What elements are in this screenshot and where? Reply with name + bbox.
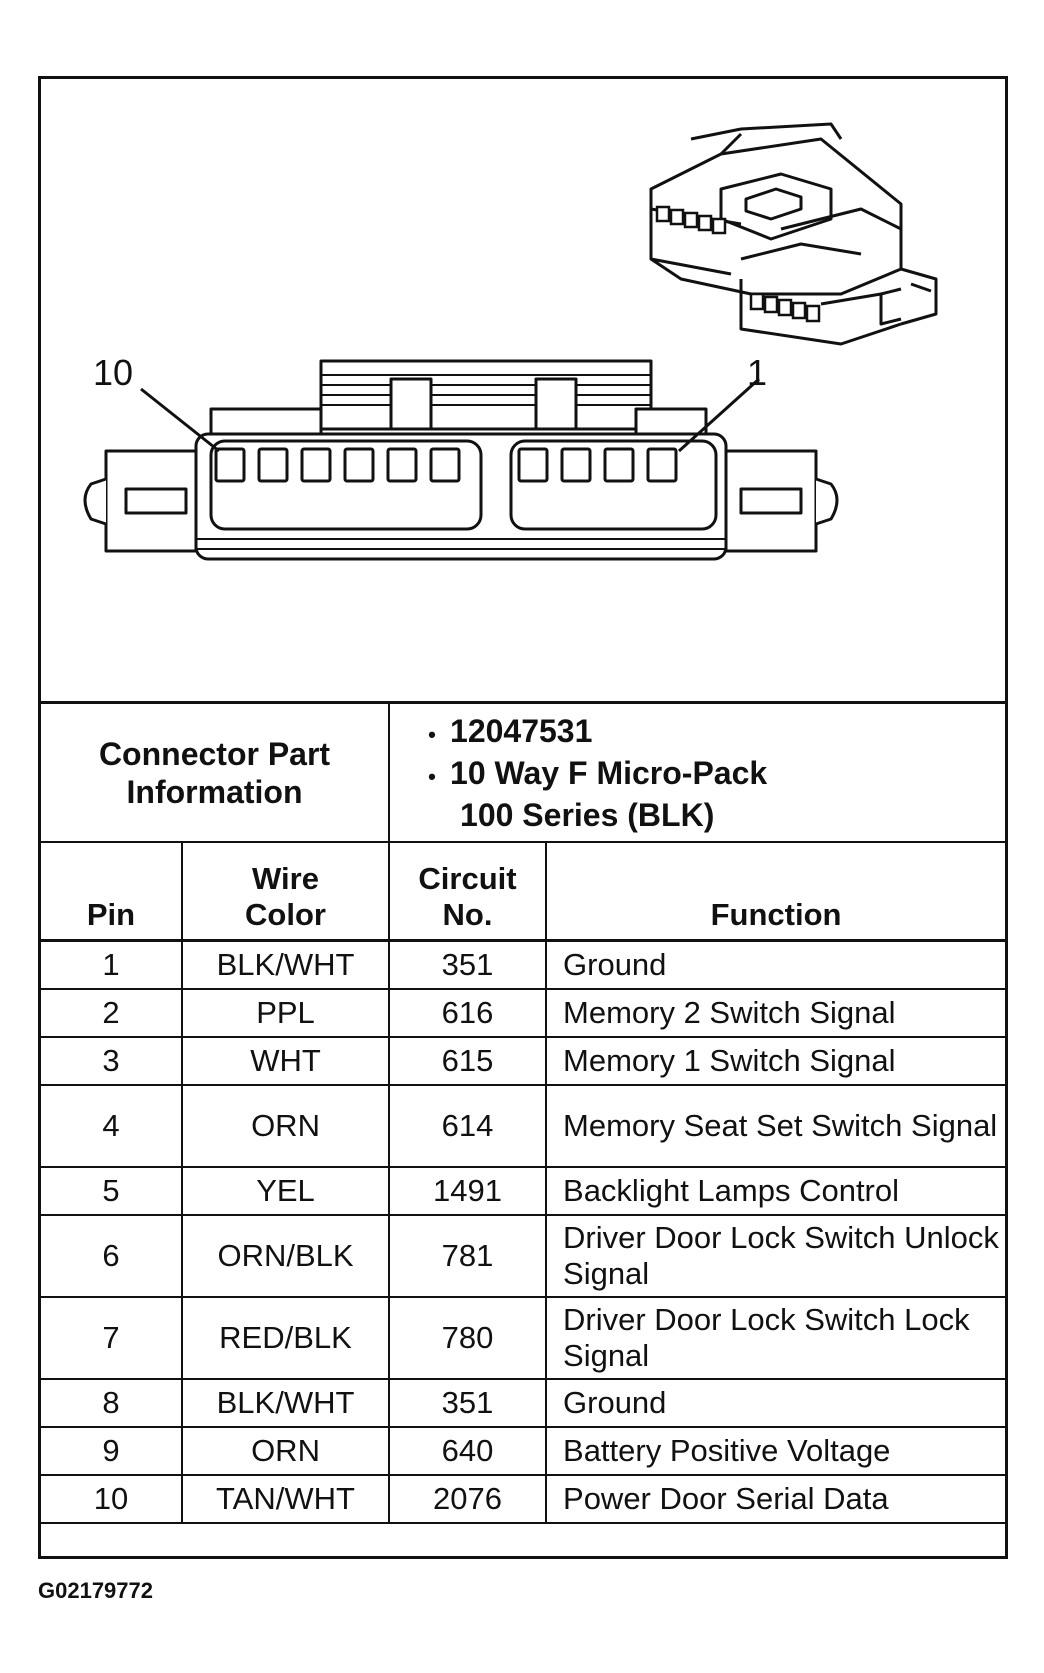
part-description-1: 10 Way F Micro-Pack [450,754,768,791]
cell-pin: 7 [41,1295,183,1380]
cell-function: Battery Positive Voltage [545,1425,1006,1476]
pin-cavity-6 [386,447,418,483]
part-number: 12047531 [450,712,593,749]
pin-leaders [140,377,761,453]
connector-isometric-view [649,122,938,346]
cell-pin: 1 [41,939,183,990]
header-wire-color: Wire Color [180,841,391,942]
cell-pin: 2 [41,987,183,1038]
cell-pin: 5 [41,1165,183,1216]
pin-cavity-5 [429,447,461,483]
cell-circuit: 2076 [388,1473,548,1524]
cell-wire-color: ORN [180,1425,391,1476]
cell-function: Memory 1 Switch Signal [545,1035,1006,1086]
cell-function: Memory 2 Switch Signal [545,987,1006,1038]
diagram-frame: 10 1 Connector Part Information •1204753… [38,76,1008,1559]
part-number-line: •12047531 [428,712,593,749]
cell-pin: 4 [41,1083,183,1168]
pin-cavity-3 [560,447,592,483]
cell-pin: 3 [41,1035,183,1086]
pin-cavity-7 [343,447,375,483]
pin-label-10: 10 [93,352,133,393]
header-circuit: Circuit No. [388,841,548,942]
cell-function: Backlight Lamps Control [545,1165,1006,1216]
connector-part-info-row: Connector Part Information •12047531 •10… [41,701,1006,843]
pin-label-1: 1 [747,352,767,393]
cell-function: Memory Seat Set Switch Signal [545,1083,1006,1168]
front-pin-cavities [214,447,678,483]
pin-cavity-2 [603,447,635,483]
cell-wire-color: TAN/WHT [180,1473,391,1524]
description-line-1: •10 Way F Micro-Pack [428,754,768,791]
part-description-2: 100 Series (BLK) [460,796,715,833]
connector-part-info-values: •12047531 •10 Way F Micro-Pack 100 Serie… [388,701,1006,843]
header-function: Function [545,841,1006,942]
connector-part-info-label: Connector Part Information [41,701,391,843]
cell-pin: 9 [41,1425,183,1476]
figure-code: G02179772 [38,1578,153,1603]
iso-pin-cavities-left [655,205,727,235]
connector-diagram: 10 1 [83,122,938,561]
cell-wire-color: YEL [180,1165,391,1216]
cell-wire-color: BLK/WHT [180,939,391,990]
cell-function: Ground [545,939,1006,990]
cell-circuit: 780 [388,1295,548,1380]
cell-wire-color: RED/BLK [180,1295,391,1380]
cell-circuit: 614 [388,1083,548,1168]
cell-circuit: 616 [388,987,548,1038]
cell-circuit: 351 [388,939,548,990]
cell-wire-color: WHT [180,1035,391,1086]
table-header-row: Pin Wire Color Circuit No. Function [41,841,1006,942]
pin-cavity-9 [257,447,289,483]
pin-cavity-10 [214,447,246,483]
connector-table: Connector Part Information •12047531 •10… [41,701,1006,1524]
cell-pin: 6 [41,1213,183,1298]
cell-wire-color: ORN/BLK [180,1213,391,1298]
cell-circuit: 615 [388,1035,548,1086]
cell-wire-color: ORN [180,1083,391,1168]
connector-front-view [83,359,839,561]
cell-wire-color: PPL [180,987,391,1038]
cell-circuit: 640 [388,1425,548,1476]
cell-circuit: 781 [388,1213,548,1298]
cell-function: Driver Door Lock Switch Lock Signal [545,1295,1006,1380]
cell-circuit: 1491 [388,1165,548,1216]
cell-pin: 10 [41,1473,183,1524]
cell-function: Driver Door Lock Switch Unlock Signal [545,1213,1006,1298]
cell-function: Ground [545,1377,1006,1428]
cell-pin: 8 [41,1377,183,1428]
cell-wire-color: BLK/WHT [180,1377,391,1428]
header-pin: Pin [41,841,183,942]
pin-cavity-1 [646,447,678,483]
pin-cavity-8 [300,447,332,483]
cell-function: Power Door Serial Data [545,1473,1006,1524]
pin-cavity-4 [517,447,549,483]
iso-pin-cavities-right [749,292,821,323]
cell-circuit: 351 [388,1377,548,1428]
